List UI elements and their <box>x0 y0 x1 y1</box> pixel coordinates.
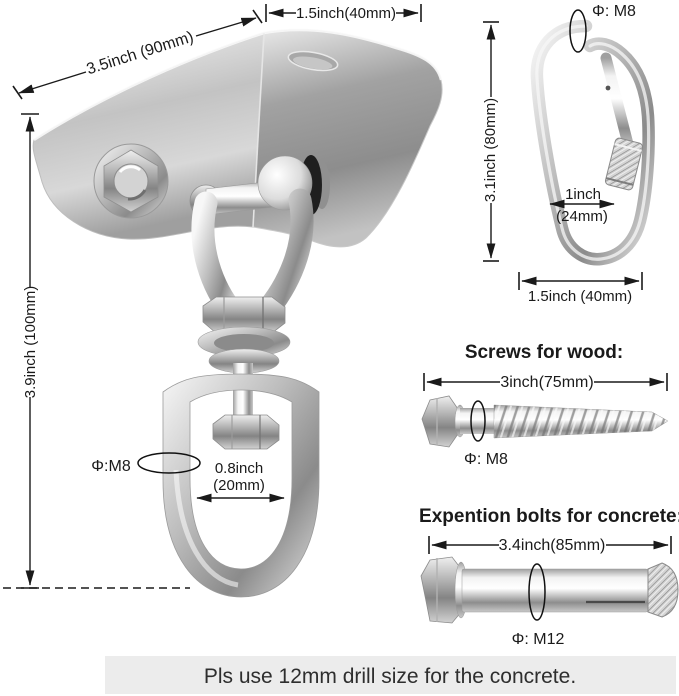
concrete-bolt-heading: Expention bolts for concrete: <box>419 506 679 527</box>
dim-label-carabiner-inner-l1: 1inch <box>565 186 601 203</box>
bolt-knurled-cone <box>647 562 679 618</box>
screw-thread-label: Φ: M8 <box>464 451 508 468</box>
swivel-stem-bottom <box>233 363 253 421</box>
wood-screw-heading: Screws for wood: <box>465 342 623 363</box>
hanger-plate-fold-highlight <box>33 28 443 142</box>
carabiner-illustration <box>530 19 655 266</box>
plate-hole-inner <box>292 56 333 70</box>
dim-label-plate-top-width: 1.5inch(40mm) <box>296 5 396 22</box>
swing-hanger-illustration <box>32 28 443 598</box>
carabiner-gate <box>600 52 635 154</box>
swivel-ring <box>162 373 320 598</box>
dim-label-screw-length: 3inch(75mm) <box>500 374 593 391</box>
screw-shank <box>460 408 496 434</box>
footer-bar-background <box>105 656 676 694</box>
dim-label-bolt-length: 3.4inch(85mm) <box>499 537 606 554</box>
wood-screw-illustration: Φ: M8 <box>421 395 669 468</box>
screw-hex-head <box>421 395 459 448</box>
dim-line <box>195 17 257 37</box>
plate-hex-bolt <box>93 143 169 219</box>
carabiner-dimensions: Φ: M8 3.1inch (80mm) 1inch (24mm) 1.5inc… <box>482 3 643 305</box>
swivel-barrel-bore <box>214 334 274 352</box>
dim-tick <box>12 85 23 100</box>
screw-threads <box>494 405 668 438</box>
carabiner-gate-rivet <box>605 85 611 91</box>
dim-label-carabiner-width: 1.5inch (40mm) <box>528 288 632 305</box>
screw-thread-ellipse <box>470 400 486 442</box>
carabiner-lock-nut <box>604 137 644 191</box>
carabiner-thread-ellipse <box>569 9 587 53</box>
dim-label-carabiner-height: 3.1inch (80mm) <box>482 98 499 202</box>
dim-label-carabiner-inner-l2: (24mm) <box>556 208 608 225</box>
carabiner-thread-label: Φ: M8 <box>592 3 636 20</box>
ring-thread-label: Φ:M8 <box>91 458 131 475</box>
carabiner-shine <box>535 24 651 261</box>
wood-screw-section: Screws for wood: 3inch(75mm) Φ: M8 <box>421 342 669 468</box>
ring-shine <box>173 469 239 588</box>
bolt-sleeve-body <box>461 568 649 613</box>
concrete-bolt-section: Expention bolts for concrete: 3.4inch(85… <box>419 506 679 648</box>
ring-hex-nut <box>212 414 280 450</box>
bolt-thread-ellipse <box>528 563 546 621</box>
footer-note-text: Pls use 12mm drill size for the concrete… <box>204 665 576 688</box>
footer-note-bar: Pls use 12mm drill size for the concrete… <box>105 656 676 694</box>
ring-thread-ellipse <box>137 452 201 474</box>
concrete-bolt-illustration: Φ: M12 <box>420 556 679 648</box>
dim-label-hanger-height: 3.9inch (100mm) <box>22 286 39 399</box>
bolt-thread-label: Φ: M12 <box>512 631 565 648</box>
dim-line <box>18 71 87 94</box>
ring-width-label-line2: (20mm) <box>213 477 265 494</box>
dim-tick <box>252 9 263 24</box>
hanger-plate-right-face <box>252 29 443 248</box>
ring-width-label-line1: 0.8inch <box>215 460 263 477</box>
